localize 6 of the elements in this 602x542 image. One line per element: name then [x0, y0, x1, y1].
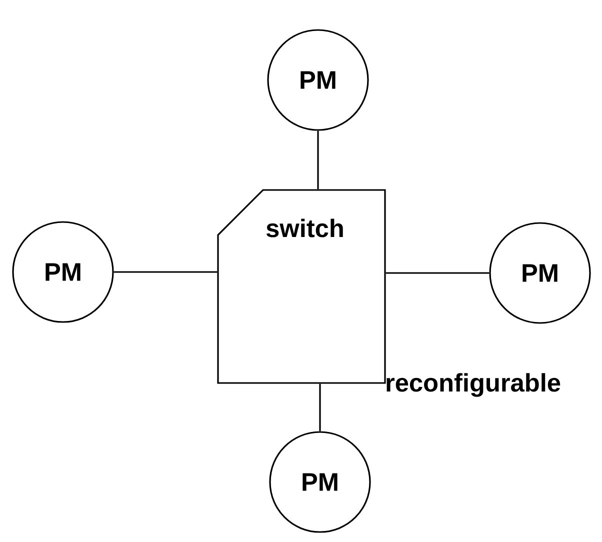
- connector-line: [114, 271, 218, 273]
- connector-line: [319, 384, 321, 432]
- switch-box: switch: [217, 189, 386, 384]
- switch-caption: reconfigurable: [386, 373, 560, 397]
- connector-line: [386, 272, 490, 274]
- connector-line: [317, 130, 319, 190]
